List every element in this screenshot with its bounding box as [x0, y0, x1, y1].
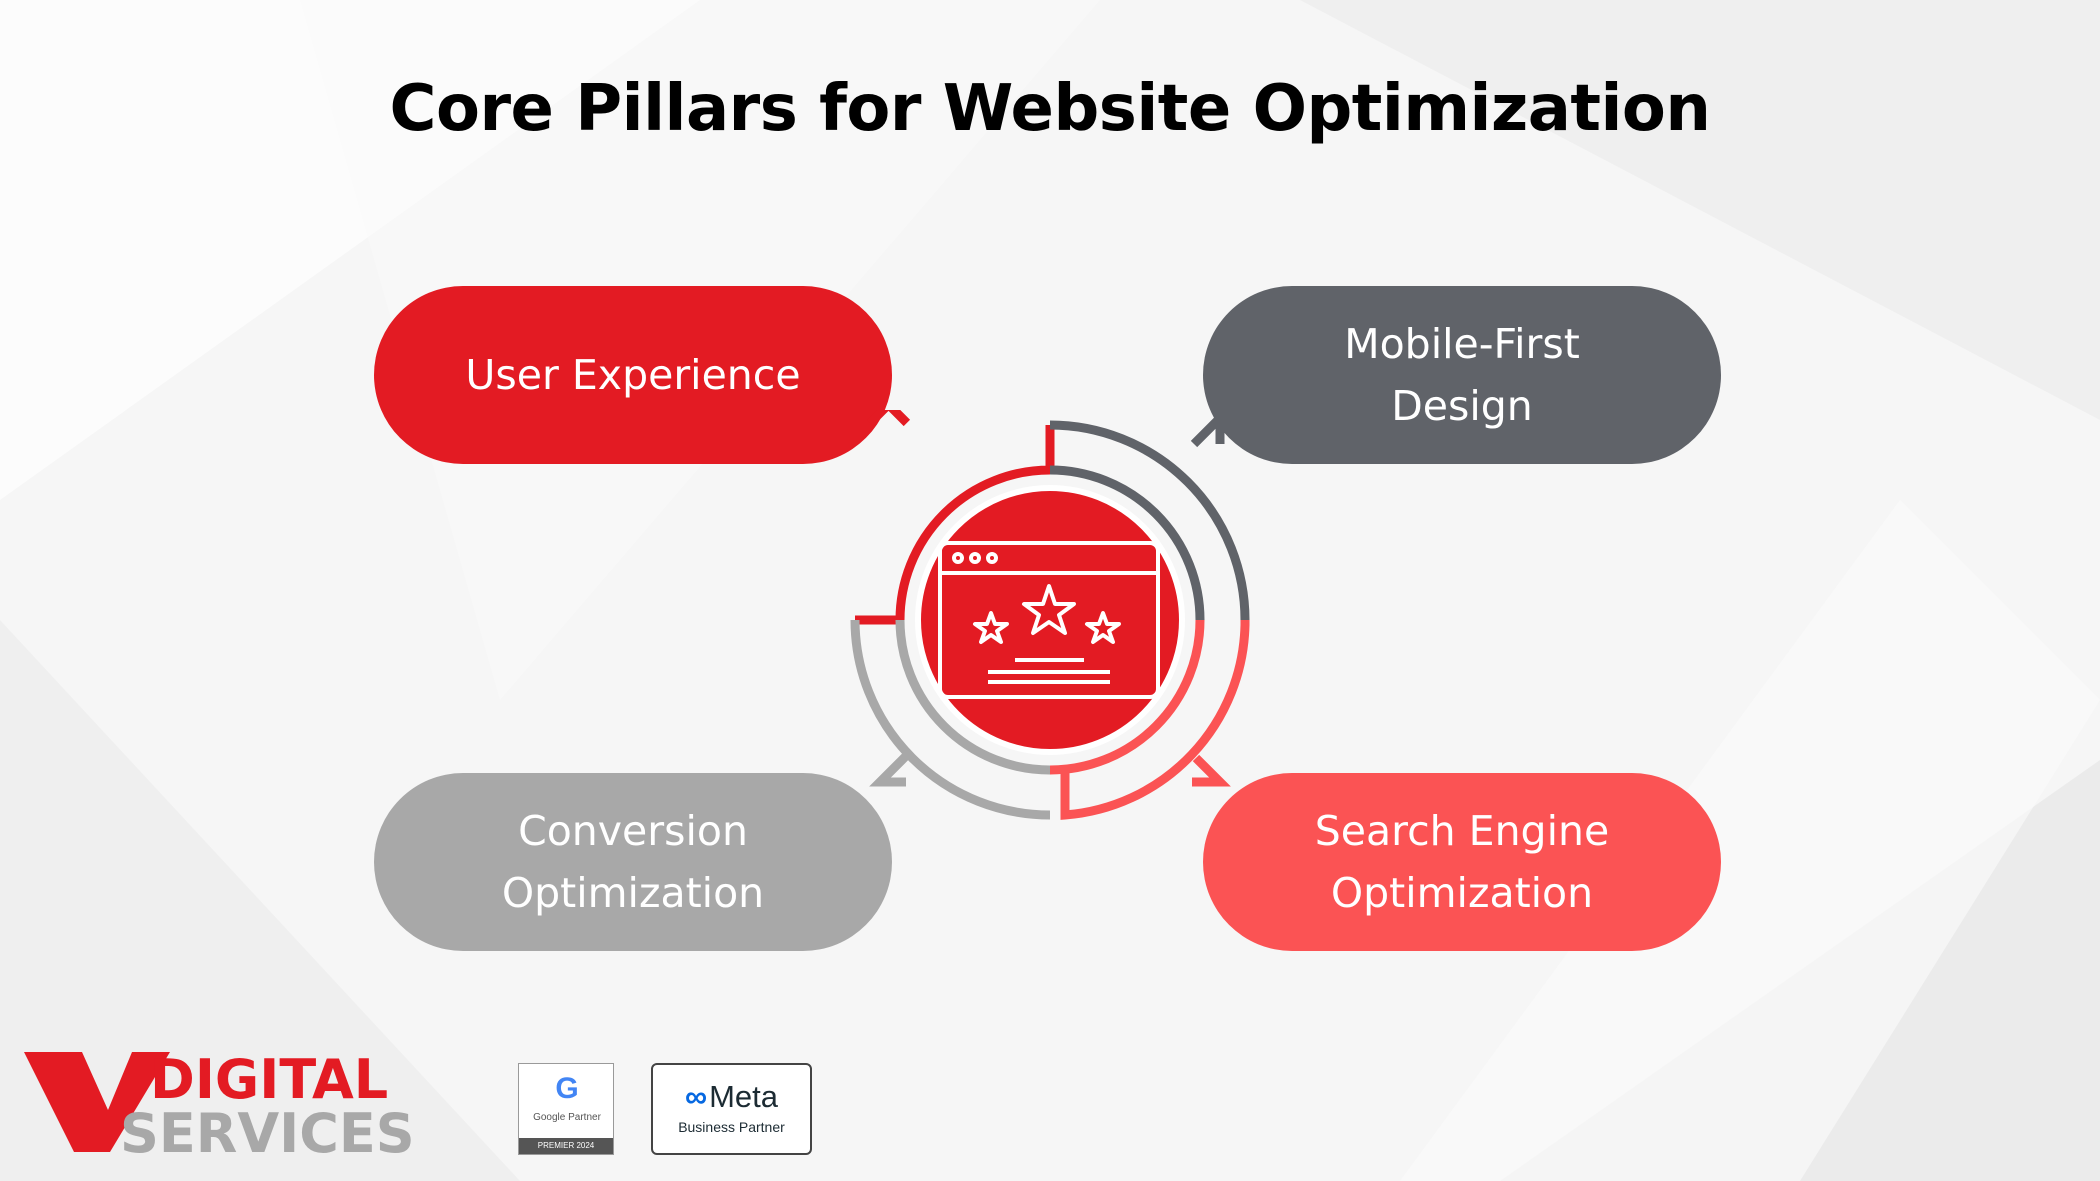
logo-line1: DIGITAL — [150, 1048, 388, 1111]
pillar-label: User Experience — [465, 351, 801, 399]
pillar-label-line2: Design — [1391, 382, 1533, 430]
arrow-down-left — [869, 752, 910, 787]
pillar-label-line1: Search Engine — [1314, 807, 1610, 855]
website-rating-stars-icon — [938, 541, 1160, 699]
digital-services-logo: DIGITAL SERVICES — [24, 1048, 415, 1160]
google-partner-badge: G Google Partner PREMIER 2024 — [518, 1063, 614, 1155]
cycle-arc-bottom-right — [1049, 619, 1205, 775]
cycle-arc-top-right-inner — [1049, 465, 1205, 621]
pillar-conversion-optimization: Conversion Optimization — [374, 773, 892, 951]
pillar-mobile-first-design: Mobile-First Design — [1203, 286, 1721, 464]
cycle-arc-bottom-left — [850, 619, 1051, 820]
pillar-label-line1: Mobile-First — [1344, 320, 1580, 368]
pillar-label-line2: Optimization — [1330, 869, 1594, 917]
google-partner-label: Google Partner — [533, 1112, 601, 1123]
pillar-user-experience: User Experience — [374, 286, 892, 464]
meta-partner-label: Business Partner — [678, 1119, 785, 1135]
cycle-diagram — [850, 410, 1250, 820]
arrow-down-right — [1192, 754, 1231, 787]
pillar-label-line2: Optimization — [501, 869, 765, 917]
arrow-up-left — [866, 410, 911, 427]
cycle-arc-bottom-right-outer — [1060, 620, 1250, 820]
cycle-arc-bottom-left-inner — [895, 619, 1051, 775]
page-title: Core Pillars for Website Optimization — [389, 72, 1711, 146]
meta-infinity-icon: ∞ — [684, 1079, 708, 1114]
google-premier-label: PREMIER 2024 — [519, 1138, 613, 1154]
meta-brand: Meta — [709, 1079, 779, 1114]
cycle-arc-top-left-outer — [855, 425, 1055, 625]
logo-line2: SERVICES — [120, 1102, 415, 1160]
cycle-arc-top-right — [1049, 420, 1250, 621]
pillar-label-line1: Conversion — [518, 807, 748, 855]
center-circle — [915, 485, 1185, 755]
meta-business-partner-badge: ∞Meta Business Partner — [651, 1063, 812, 1155]
pillar-search-engine-optimization: Search Engine Optimization — [1203, 773, 1721, 951]
google-g-icon: G — [555, 1072, 579, 1105]
arrow-up-right — [1190, 410, 1225, 448]
